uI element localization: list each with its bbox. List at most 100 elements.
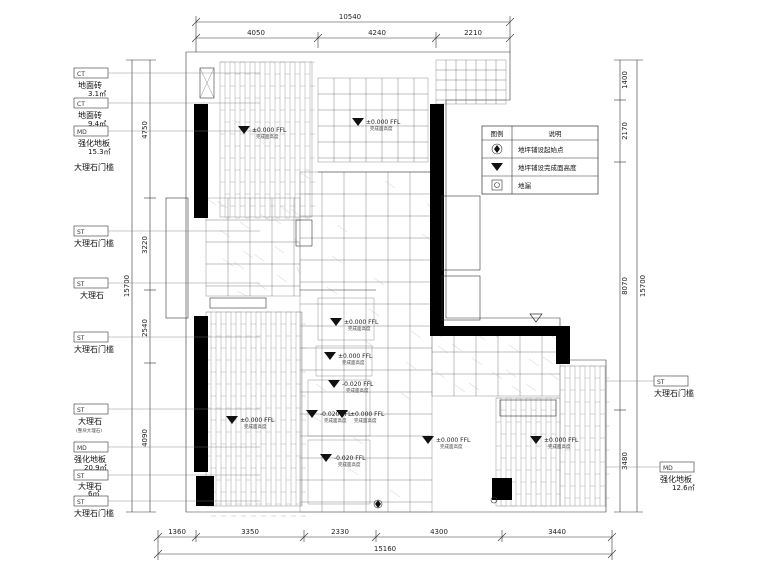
level-marker: ±0.000 FFL 完成面高度	[530, 436, 579, 450]
svg-text:完成面高度: 完成面高度	[346, 387, 369, 394]
left-dim-4: 4090	[141, 429, 149, 447]
bottom-dim-3: 2330	[331, 528, 349, 536]
left-material-tags: CT 地面砖 3.1㎡ CT 地面砖 9.4㎡ MD 强化地板 15.3㎡ 大理…	[73, 67, 260, 518]
right-dim-2: 2170	[621, 122, 629, 140]
start-point-icon	[491, 143, 503, 155]
top-dimension-chain: 10540 4050 4240 2210	[191, 13, 515, 52]
top-dim-3: 2210	[464, 29, 482, 37]
level-marker-icon	[491, 163, 503, 171]
svg-text:大理石门槛: 大理石门槛	[74, 344, 114, 354]
legend-table: 图例 说明 地坪铺设起始点 地坪铺设完成面高度 地漏	[481, 125, 599, 195]
bottom-dim-5: 3440	[548, 528, 566, 536]
level-marker: ±0.000 FFL 完成面高度	[352, 118, 401, 132]
svg-text:完成面高度: 完成面高度	[348, 325, 371, 332]
top-dim-2: 4240	[368, 29, 386, 37]
svg-text:±0.000 FFL: ±0.000 FFL	[252, 127, 287, 134]
svg-text:±0.000 FFL: ±0.000 FFL	[240, 417, 275, 424]
svg-text:±0.000 FFL: ±0.000 FFL	[544, 437, 579, 444]
svg-text:强化地板: 强化地板	[78, 138, 110, 148]
material-tag: ST 大理石门槛	[73, 225, 260, 248]
svg-text:MD: MD	[663, 465, 673, 472]
left-dim-3: 2540	[141, 319, 149, 337]
svg-text:ST: ST	[77, 499, 85, 506]
svg-text:12.6㎡: 12.6㎡	[672, 484, 695, 492]
level-marker: ±0.000 FFL 完成面高度	[226, 416, 275, 430]
svg-text:地面砖: 地面砖	[78, 110, 102, 120]
svg-text:大理石门槛: 大理石门槛	[74, 508, 114, 518]
start-point-icon	[373, 499, 383, 509]
bottom-total-dim: 15160	[374, 545, 396, 553]
svg-text:±0.000 FFL: ±0.000 FFL	[338, 353, 373, 360]
material-tag: CT 地面砖 9.4㎡	[73, 97, 260, 128]
svg-text:完成面高度: 完成面高度	[244, 423, 267, 430]
start-point-icon	[490, 496, 498, 504]
svg-text:强化地板: 强化地板	[74, 454, 106, 464]
material-tag: CT 地面砖 3.1㎡	[73, 67, 260, 98]
svg-text:6㎡: 6㎡	[88, 490, 99, 498]
material-tag: ST 大理石门槛	[73, 331, 260, 354]
svg-text:ST: ST	[77, 407, 85, 414]
svg-text:15.3㎡: 15.3㎡	[88, 148, 111, 156]
svg-text:±0.000 FFL: ±0.000 FFL	[350, 411, 385, 418]
floor-areas	[185, 51, 610, 517]
level-marker: ±0.000 FFL 完成面高度	[238, 126, 287, 140]
left-dimension-chain: 15700 4750 3220 2540 4090	[123, 59, 156, 513]
svg-text:3.1㎡: 3.1㎡	[88, 90, 106, 98]
level-marker: ±0.000 FFL 完成面高度	[324, 352, 373, 366]
svg-text:-0.020 FFL: -0.020 FFL	[342, 381, 374, 388]
svg-text:(整块大理石): (整块大理石)	[76, 427, 102, 434]
level-marker: ±0.000 FFL 完成面高度	[330, 318, 379, 332]
level-marker: ±0.000 FFL 完成面高度	[336, 410, 385, 424]
svg-text:完成面高度: 完成面高度	[548, 443, 571, 450]
svg-text:完成面高度: 完成面高度	[354, 417, 377, 424]
level-marker: ±0.000 FFL 完成面高度	[422, 436, 471, 450]
svg-text:MD: MD	[77, 129, 87, 136]
svg-text:-0.020 FFL: -0.020 FFL	[320, 411, 352, 418]
right-dimension-chain: 1400 2170 8070 3480 15700	[614, 59, 647, 513]
svg-text:20.9㎡: 20.9㎡	[84, 464, 107, 472]
floor-drain-icon	[491, 179, 503, 191]
material-tag: ST 大理石 6㎡	[73, 469, 260, 498]
svg-text:±0.000 FFL: ±0.000 FFL	[344, 319, 379, 326]
material-tag: ST 大理石 (整块大理石)	[73, 403, 260, 434]
bottom-dim-1: 1360	[168, 528, 186, 536]
start-point-symbols	[373, 496, 498, 509]
svg-text:大理石门槛: 大理石门槛	[74, 238, 114, 248]
material-tag: MD 强化地板 20.9㎡	[73, 441, 260, 472]
svg-text:ST: ST	[77, 229, 85, 236]
svg-text:ST: ST	[77, 473, 85, 480]
svg-text:强化地板: 强化地板	[660, 474, 692, 484]
left-dim-2: 3220	[141, 236, 149, 254]
svg-text:大理石门槛: 大理石门槛	[654, 388, 694, 398]
left-dim-1: 4750	[141, 121, 149, 139]
legend-header-desc: 说明	[549, 129, 563, 138]
svg-text:CT: CT	[77, 71, 85, 78]
svg-text:-0.020 FFL: -0.020 FFL	[334, 455, 366, 462]
svg-text:ST: ST	[657, 379, 665, 386]
top-total-dim: 10540	[339, 13, 361, 21]
level-marker: -0.020 FFL 完成面高度	[320, 454, 366, 468]
top-dim-1: 4050	[247, 29, 265, 37]
legend-row-1: 地坪铺设起始点	[518, 145, 564, 154]
material-tag: 大理石门槛	[74, 162, 114, 172]
svg-text:完成面高度: 完成面高度	[440, 443, 463, 450]
interior-details	[165, 67, 557, 417]
svg-text:ST: ST	[77, 335, 85, 342]
svg-text:大理石: 大理石	[78, 416, 102, 426]
material-tag: MD 强化地板 15.3㎡	[73, 125, 260, 156]
svg-text:大理石门槛: 大理石门槛	[74, 162, 114, 172]
material-tag: ST 大理石	[73, 277, 260, 300]
svg-text:MD: MD	[77, 445, 87, 452]
svg-text:地面砖: 地面砖	[78, 80, 102, 90]
svg-text:完成面高度: 完成面高度	[338, 461, 361, 468]
level-marker: -0.020 FFL 完成面高度	[306, 410, 352, 424]
right-dim-1: 1400	[621, 71, 629, 89]
right-total-dim: 15700	[639, 275, 647, 297]
svg-text:9.4㎡: 9.4㎡	[88, 120, 106, 128]
svg-text:完成面高度: 完成面高度	[324, 417, 347, 424]
svg-text:完成面高度: 完成面高度	[342, 359, 365, 366]
material-tag: ST 大理石门槛	[73, 495, 260, 518]
svg-text:CT: CT	[77, 101, 85, 108]
legend-row-2: 地坪铺设完成面高度	[518, 163, 577, 172]
svg-text:完成面高度: 完成面高度	[370, 125, 393, 132]
